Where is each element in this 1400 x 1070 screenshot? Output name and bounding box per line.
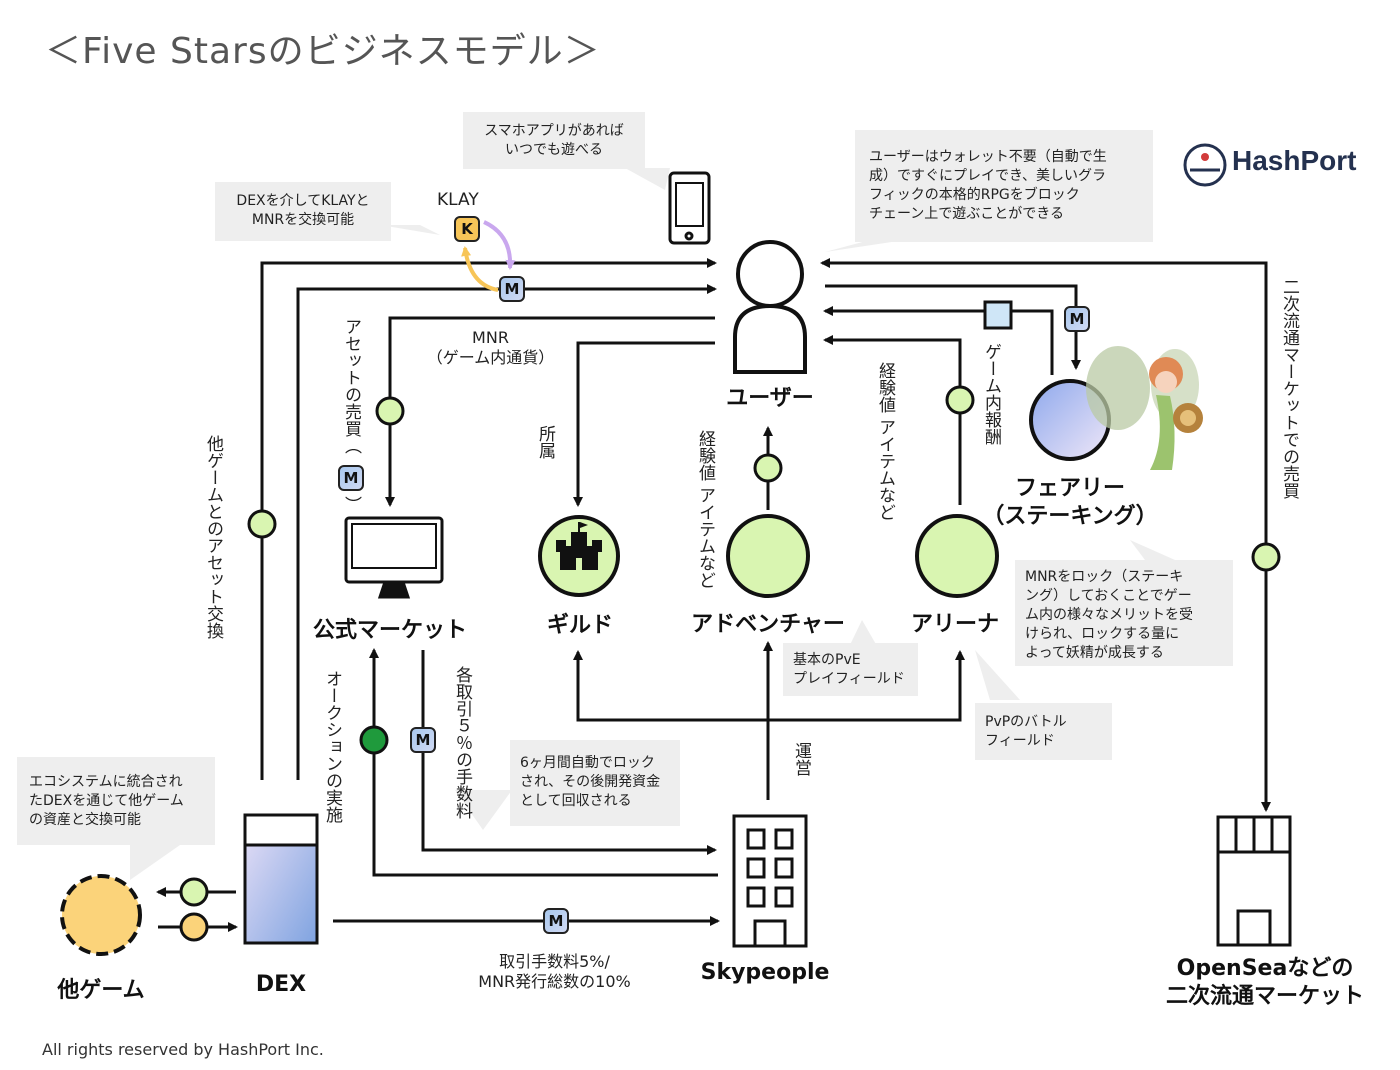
- building-icon: [732, 814, 808, 948]
- edge-label-exp-items-arena: 経験値 アイテムなど: [875, 362, 895, 521]
- node-label-adventure: アドベンチャー: [691, 612, 845, 637]
- edge-label-secondary-sale: 二次流通マーケットでの売買: [1279, 278, 1299, 499]
- footer-copyright: All rights reserved by HashPort Inc.: [42, 1040, 324, 1059]
- callout-lockup: 6ヶ月間自動でロック され、その後開発資金 として回収される: [510, 740, 680, 826]
- token-dot: [945, 385, 975, 415]
- edge-label-mnr: MNR （ゲーム内通貨）: [426, 328, 555, 367]
- adventure-node: [726, 514, 810, 598]
- node-label-arena: アリーナ: [910, 612, 999, 637]
- mnr-badge: M: [338, 465, 364, 491]
- token-dot-dark: [359, 725, 389, 755]
- node-label-fairy: フェアリー （ステーキング）: [982, 476, 1158, 529]
- edge-label-klay: KLAY: [437, 190, 479, 210]
- mnr-badge: M: [410, 727, 436, 753]
- callout-dex-klay: DEXを介してKLAYと MNRを交換可能: [215, 182, 391, 241]
- edge-user-to-fairy: [825, 284, 1081, 370]
- smartphone-icon: [668, 171, 711, 245]
- callout-user-desc: ユーザーはウォレット不要（自動で生 成）ですぐにプレイでき、美しいグラ フィック…: [855, 130, 1153, 242]
- edge-skypeople-to-guild: [573, 650, 768, 722]
- edge-market-to-skypeople: [421, 650, 717, 855]
- edge-label-exp-items-adventure: 経験値 アイテムなど: [695, 430, 715, 589]
- klay-to-mnr-arrow: [483, 220, 516, 270]
- klay-badge: K: [454, 216, 480, 242]
- hashport-logo: HashPort: [1232, 145, 1356, 177]
- callout-pve: 基本のPvE プレイフィールド: [783, 643, 918, 696]
- other-game-node: [60, 874, 142, 956]
- fairy-icon: [1086, 346, 1203, 470]
- edge-dex-to-user-mnr: [296, 284, 717, 780]
- node-label-other-game: 他ゲーム: [57, 978, 145, 1003]
- node-label-user: ユーザー: [726, 386, 814, 411]
- token-dot: [753, 453, 783, 483]
- token-dot: [247, 509, 277, 539]
- edge-label-operation: 運営: [791, 742, 811, 776]
- dex-icon: [243, 813, 319, 945]
- callout-pvp: PvPのバトル フィールド: [975, 703, 1112, 760]
- logo-text: HashPort: [1232, 145, 1357, 176]
- connector-lines: [156, 258, 1271, 932]
- hashport-logo-icon: [1183, 143, 1227, 187]
- callout-smartphone: スマホアプリがあれば いつでも遊べる: [463, 112, 645, 169]
- node-label-opensea: OpenSeaなどの 二次流通マーケット: [1165, 956, 1364, 1009]
- edge-dex-to-user: [260, 258, 717, 780]
- edge-user-to-guild: [573, 341, 715, 507]
- edge-label-asset-trade-end: ）: [341, 496, 361, 513]
- node-label-skypeople: Skypeople: [700, 960, 830, 985]
- monitor-icon: [344, 516, 444, 599]
- edge-label-fee-each: 各取引５％の手数料: [452, 666, 472, 819]
- page-title: ＜Five Starsのビジネスモデル＞: [45, 31, 601, 72]
- edge-label-asset-trade: アセットの売買（: [341, 318, 361, 454]
- flow-tokens: [179, 300, 1281, 942]
- shop-icon: [1216, 815, 1292, 947]
- mnr-badge: M: [499, 276, 525, 302]
- edge-skypeople-to-market: [369, 648, 718, 877]
- token-dot: [1251, 542, 1281, 572]
- node-label-official-market: 公式マーケット: [312, 618, 467, 643]
- edge-label-affiliation: 所属: [535, 425, 555, 459]
- edge-label-auction: オークションの実施: [322, 670, 342, 823]
- callout-eco: エコシステムに統合され たDEXを通じて他ゲーム の資産と交換可能: [17, 757, 215, 845]
- token-dot-orange: [179, 912, 209, 942]
- callout-staking: MNRをロック（ステーキ ング）しておくことでゲー ム内の様々なメリットを受 け…: [1015, 560, 1233, 666]
- mnr-to-klay-arrow: [461, 246, 499, 292]
- arena-node: [915, 514, 999, 598]
- edge-label-other-game-exchange: 他ゲームとのアセット交換: [203, 435, 223, 639]
- token-dot: [179, 877, 209, 907]
- edge-arena-to-user: [823, 335, 962, 505]
- node-label-guild: ギルド: [546, 613, 613, 638]
- item-token-square: [983, 300, 1013, 330]
- edge-label-game-reward: ゲーム内報酬: [981, 343, 1001, 445]
- user-icon: [733, 240, 807, 374]
- castle-icon: [556, 522, 602, 570]
- node-label-dex: DEX: [255, 972, 307, 997]
- edge-fairy-to-user: [823, 306, 1054, 375]
- mnr-badge: M: [543, 908, 569, 934]
- edge-user-to-market: [385, 316, 715, 507]
- edge-skypeople-to-arena: [768, 650, 965, 722]
- token-dot: [375, 396, 405, 426]
- edge-label-dex-fee: 取引手数料5%/ MNR発行総数の10%: [478, 952, 631, 991]
- mnr-badge: M: [1064, 306, 1090, 332]
